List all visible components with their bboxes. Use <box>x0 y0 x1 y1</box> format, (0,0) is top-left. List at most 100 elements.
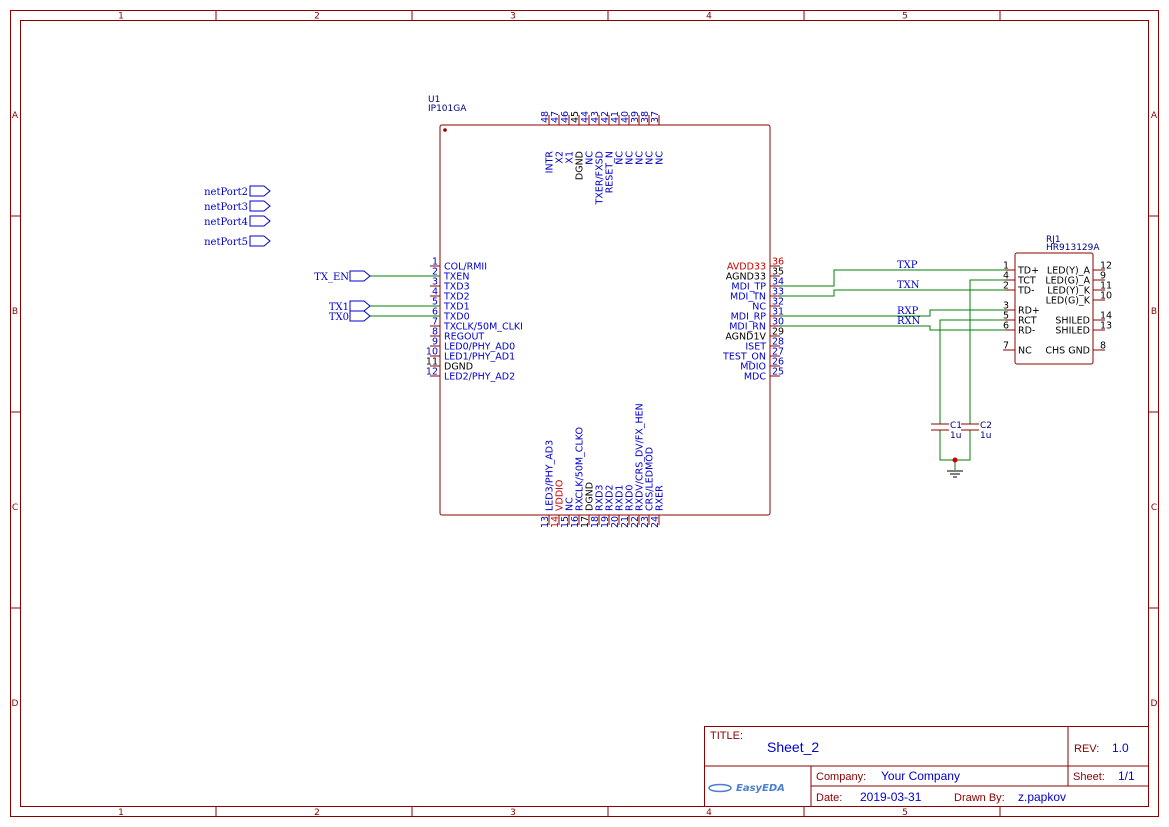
u1-pin-txd2: TXD2 <box>443 292 470 303</box>
wire-rxn <box>780 325 1005 331</box>
easyeda-logo: EasyEDA <box>708 783 785 794</box>
u1-pin-number: 45 <box>570 111 581 123</box>
u1-pin-number: 29 <box>772 327 784 338</box>
u1-part-number: IP101GA <box>428 104 467 114</box>
u1-pin-x1: X1 <box>565 151 576 164</box>
u1-pin-led3-phy-ad3: LED3/PHY_AD3 <box>545 440 556 511</box>
rj1-pin-number: 5 <box>1003 311 1009 322</box>
u1-pin-mdi-tn: MDI_TN <box>730 292 766 303</box>
rj1-pin-number: 2 <box>1003 281 1009 292</box>
net-label-txn: TXN <box>897 280 920 291</box>
c1-designator: C1 <box>950 421 962 431</box>
wire-txn <box>780 289 1005 297</box>
row-label-right: C <box>1151 503 1157 513</box>
sheet-title: Sheet_2 <box>767 739 819 755</box>
u1-pin-number: 24 <box>650 516 661 528</box>
u1-pin-rxd2: RXD2 <box>605 485 616 511</box>
u1-pin-intr: INTR <box>545 151 556 174</box>
u1-pin-mdc: MDC <box>744 372 767 383</box>
u1-pin-txen: TXEN <box>443 272 469 283</box>
u1-pin-number: 27 <box>772 347 784 358</box>
u1-pin-number: 32 <box>772 297 784 308</box>
net-port-netport4[interactable]: netPort4 <box>204 215 271 228</box>
capacitor-c1[interactable]: C1 1u <box>931 421 962 441</box>
port-label-netport5: netPort5 <box>204 237 248 248</box>
net-port-netport2[interactable]: netPort2 <box>204 185 271 198</box>
port-arrow-icon <box>349 300 371 312</box>
u1-pin-number: 7 <box>432 317 438 328</box>
u1-pin-mdi-rp: MDI_RP <box>731 312 767 323</box>
u1-pin-mdio: MDIO <box>740 362 766 373</box>
c2-designator: C2 <box>980 421 992 431</box>
rev-label: REV: <box>1074 743 1099 755</box>
rj1-pin-number: 9 <box>1100 271 1106 282</box>
u1-pin-number: 13 <box>540 516 551 528</box>
u1-pin-number: 5 <box>432 297 438 308</box>
c2-value: 1u <box>980 431 991 441</box>
port-arrow-icon <box>349 310 371 322</box>
u1-pin-mdi-rn: MDI_RN <box>729 322 766 333</box>
rj1-pin-led-g-a: LED(G)_A <box>1045 276 1090 287</box>
u1-pin-dgnd: DGND <box>585 482 596 511</box>
u1-pin-txd0: TXD0 <box>443 312 470 323</box>
row-label-right: A <box>1151 111 1158 121</box>
capacitor-c2[interactable]: C2 1u <box>961 421 992 441</box>
u1-pin-dgnd: DGND <box>444 362 473 373</box>
net-port-netport3[interactable]: netPort3 <box>204 200 271 213</box>
col-label-top: 4 <box>706 12 712 22</box>
company-value: Your Company <box>881 769 960 783</box>
u1-pin-number: 41 <box>610 111 621 123</box>
rj1-pin-number: 7 <box>1003 341 1009 352</box>
c1-value: 1u <box>950 431 961 441</box>
wire-txp <box>780 269 1005 287</box>
port-label-tx0: TX0 <box>329 312 349 323</box>
rj1-pin-number: 4 <box>1003 271 1009 282</box>
rj1-pin-rd: RD- <box>1018 326 1035 337</box>
wire-rct <box>939 319 1005 424</box>
u1-pin-dgnd: DGND <box>575 151 586 180</box>
rev-value: 1.0 <box>1112 741 1129 755</box>
u1-pin-led0-phy-ad0: LED0/PHY_AD0 <box>444 342 515 353</box>
u1-pin-regout: REGOUT <box>444 332 484 343</box>
u1-pin-rxclk-50m-clko: RXCLK/50M_CLKO <box>575 427 586 511</box>
u1-pin-number: 20 <box>610 516 621 528</box>
sheet-value: 1/1 <box>1118 769 1135 783</box>
u1-pin-number: 28 <box>772 337 784 348</box>
u1-pin-number: 4 <box>432 287 438 298</box>
u1-pin-col-rmii: COL/RMII <box>444 262 487 273</box>
u1-designator: U1 <box>428 95 440 105</box>
col-label-top: 2 <box>314 12 320 22</box>
net-port-tx1[interactable]: TX1 <box>329 300 371 313</box>
u1-pin-number: 42 <box>600 111 611 123</box>
port-arrow-icon <box>349 270 371 282</box>
u1-pin-number: 16 <box>570 516 581 528</box>
u1-pin-txd3: TXD3 <box>443 282 470 293</box>
net-port-tx-en[interactable]: TX_EN <box>314 270 371 283</box>
rj1-pin-rct: RCT <box>1018 316 1037 327</box>
u1-pin-x2: X2 <box>555 151 566 164</box>
row-label-left: D <box>12 699 19 709</box>
u1-pin-number: 31 <box>772 307 784 318</box>
port-label-tx-en: TX_EN <box>314 272 349 283</box>
u1-pin-number: 9 <box>432 337 438 348</box>
u1-pin-number: 37 <box>650 111 661 123</box>
rj1-pin-chs-gnd: CHS GND <box>1045 346 1090 357</box>
rj1-pin-number: 10 <box>1100 291 1112 302</box>
title-block: TITLE: Sheet_2 REV: 1.0 Company: Your Co… <box>704 726 1149 807</box>
u1-pin-nc: NC <box>655 151 666 165</box>
u1-pin-txclk-50m-clki: TXCLK/50M_CLKI <box>443 322 523 333</box>
rj1-pin-led-g-k: LED(G)_K <box>1046 296 1091 307</box>
u1-pin-iset: ISET <box>745 342 766 353</box>
rj1-pin-td: TD- <box>1017 286 1035 297</box>
u1-pin-number: 26 <box>772 357 784 368</box>
u1-pin-rxd0: RXD0 <box>625 485 636 511</box>
net-port-netport5[interactable]: netPort5 <box>204 235 271 248</box>
u1-pin-number: 6 <box>432 307 438 318</box>
col-label-bottom: 5 <box>902 808 908 818</box>
u1-pin-avdd33: AVDD33 <box>727 262 766 273</box>
drawn-by-label: Drawn By: <box>954 792 1005 804</box>
net-port-tx0[interactable]: TX0 <box>329 310 371 323</box>
